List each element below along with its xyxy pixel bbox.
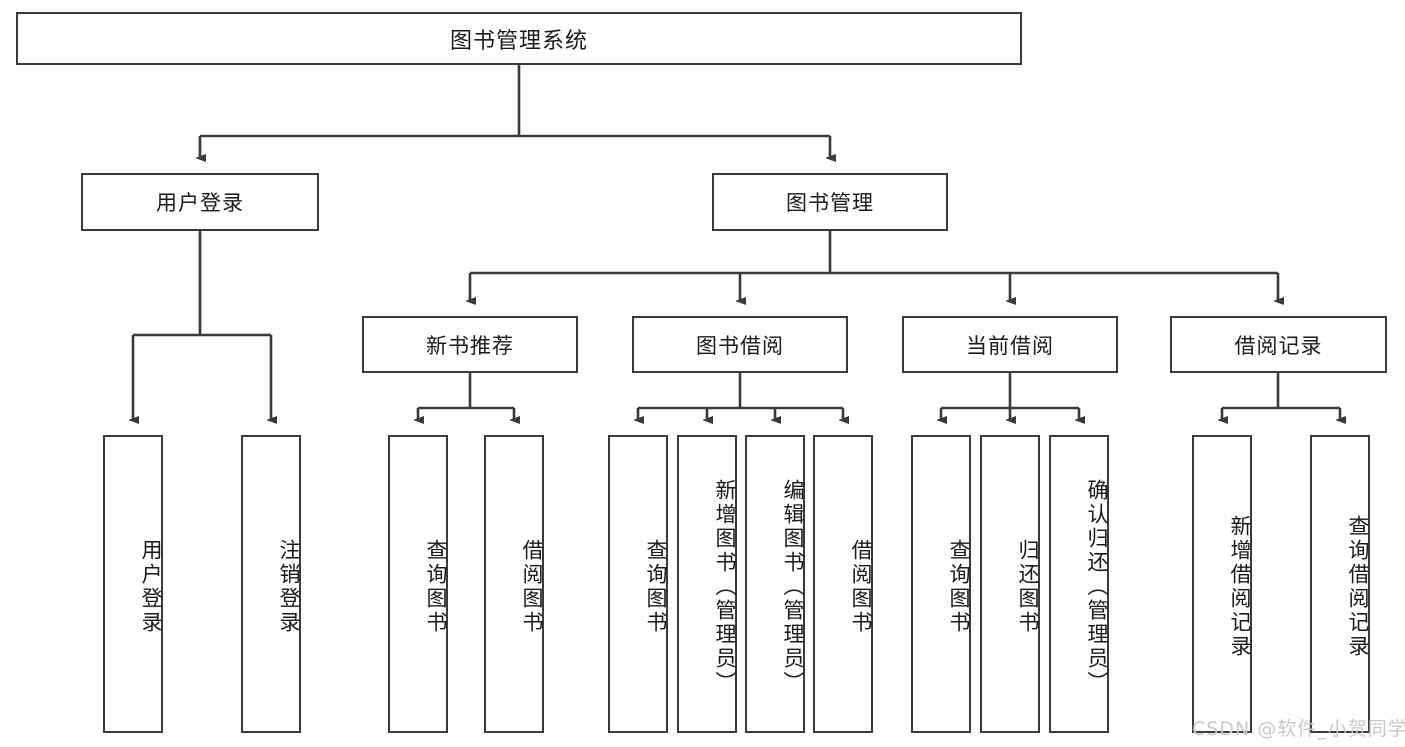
node-label: 图书借阅 — [696, 333, 784, 358]
node-label: 借阅记录 — [1234, 333, 1323, 358]
leaf-new-book-borrow-book[interactable]: 借阅图书 — [484, 435, 544, 733]
node-label: 新书推荐 — [426, 333, 514, 358]
leaf-borrow-record-add-record[interactable]: 新增借阅记录 — [1192, 435, 1252, 733]
node-borrow-record[interactable]: 借阅记录 — [1170, 316, 1387, 373]
leaf-new-book-query-book[interactable]: 查询图书 — [388, 435, 448, 733]
node-label: 图书管理 — [786, 191, 874, 215]
node-book-borrow[interactable]: 图书借阅 — [632, 316, 848, 373]
node-label: 新增借阅记录 — [1228, 515, 1252, 659]
node-label: 用户登录 — [139, 539, 163, 635]
node-label: 当前借阅 — [966, 333, 1054, 358]
leaf-book-borrow-borrow-book[interactable]: 借阅图书 — [813, 435, 873, 733]
node-label: 查询图书 — [424, 539, 448, 635]
node-label: 借阅图书 — [520, 539, 544, 635]
node-label: 借阅图书 — [849, 539, 873, 635]
node-label: 图书管理系统 — [449, 28, 588, 54]
leaf-user-login-logout[interactable]: 注销登录 — [241, 435, 301, 733]
leaf-book-borrow-query-book[interactable]: 查询图书 — [608, 435, 668, 733]
node-root-book-management-system[interactable]: 图书管理系统 — [16, 12, 1022, 65]
node-label: 查询借阅记录 — [1346, 515, 1370, 659]
leaf-current-borrow-query-book[interactable]: 查询图书 — [911, 435, 971, 733]
node-current-borrow[interactable]: 当前借阅 — [902, 316, 1118, 373]
node-label: 新增图书（管理员） — [713, 479, 737, 695]
leaf-current-borrow-confirm-return-admin[interactable]: 确认归还（管理员） — [1049, 435, 1109, 733]
leaf-borrow-record-query-record[interactable]: 查询借阅记录 — [1310, 435, 1370, 733]
node-label: 用户登录 — [156, 191, 244, 215]
node-label: 编辑图书（管理员） — [781, 479, 805, 695]
node-new-book-recommend[interactable]: 新书推荐 — [362, 316, 578, 373]
node-book-management[interactable]: 图书管理 — [712, 173, 948, 231]
leaf-book-borrow-add-book-admin[interactable]: 新增图书（管理员） — [677, 435, 737, 733]
node-label: 查询图书 — [644, 539, 668, 635]
watermark-text: CSDN @软件_小贺同学 — [1192, 718, 1405, 740]
node-label: 确认归还（管理员） — [1085, 479, 1109, 695]
node-label: 查询图书 — [947, 539, 971, 635]
node-label: 注销登录 — [277, 539, 301, 635]
leaf-current-borrow-return-book[interactable]: 归还图书 — [980, 435, 1040, 733]
node-user-login[interactable]: 用户登录 — [81, 173, 319, 231]
leaf-user-login-login[interactable]: 用户登录 — [103, 435, 163, 733]
leaf-book-borrow-edit-book-admin[interactable]: 编辑图书（管理员） — [745, 435, 805, 733]
node-label: 归还图书 — [1016, 539, 1040, 635]
